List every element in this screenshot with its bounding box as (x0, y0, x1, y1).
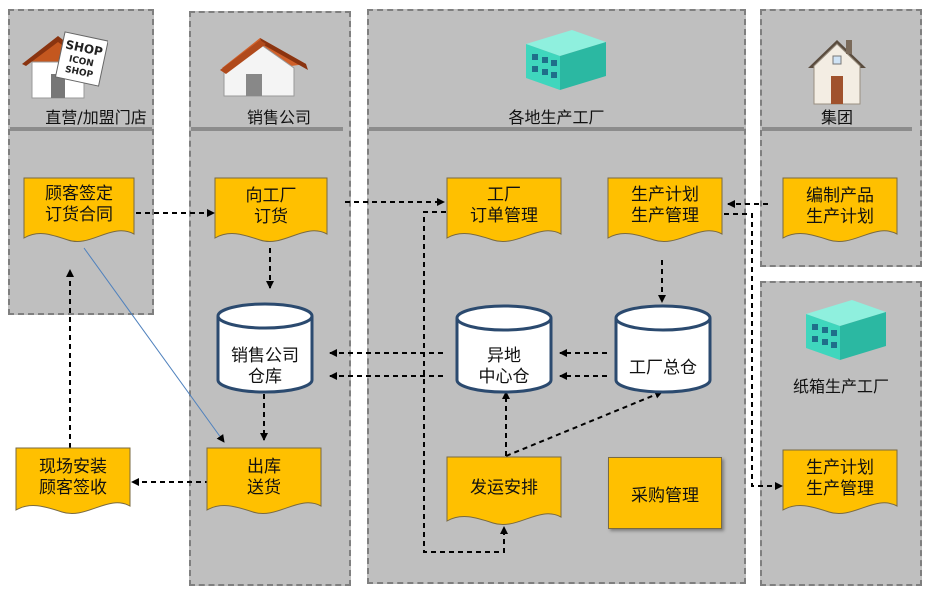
node-sales-warehouse-line1: 销售公司 (231, 346, 299, 366)
lane-carton-title: 纸箱生产工厂 (792, 377, 889, 396)
node-factory-order-line1: 工厂 (487, 185, 521, 205)
node-remote-warehouse-line2: 中心仓 (478, 367, 530, 387)
lane-sales-title: 销售公司 (246, 108, 311, 127)
arrow-prodplan-to-carton (724, 213, 783, 490)
cottage-icon (808, 40, 866, 105)
arrow-factory-order-to-shipping (423, 211, 508, 553)
node-group-plan-line2: 生产计划 (806, 207, 874, 227)
node-contract-line2: 订货合同 (45, 205, 113, 225)
node-carton-plan-line1: 生产计划 (806, 458, 874, 478)
node-outbound: 出库 送货 (206, 447, 322, 522)
node-sales-warehouse-line2: 仓库 (248, 367, 282, 387)
lane-group-title: 集团 (820, 108, 853, 127)
arrow-shipping-to-main (505, 390, 663, 457)
shop-house-icon: SHOP ICON SHOP (22, 31, 108, 99)
node-order-line2: 订货 (254, 207, 288, 227)
lane-factory-title: 各地生产工厂 (508, 108, 605, 127)
node-carton-plan-line2: 生产管理 (806, 479, 874, 499)
node-outbound-line1: 出库 (247, 457, 281, 477)
node-prod-plan-line2: 生产管理 (631, 206, 699, 226)
link-contract-to-outbound (83, 247, 225, 443)
lane-carton (760, 281, 922, 586)
node-prod-plan: 生产计划 生产管理 (607, 177, 723, 250)
node-main-warehouse: 工厂总仓 (614, 304, 712, 394)
node-remote-warehouse-line1: 异地 (487, 346, 521, 366)
node-shipping: 发运安排 (446, 456, 562, 533)
node-contract-line1: 顾客签定 (45, 184, 113, 204)
node-purchasing: 采购管理 (608, 457, 722, 529)
node-factory-order-line2: 订单管理 (470, 206, 538, 226)
node-carton-plan: 生产计划 生产管理 (782, 449, 898, 522)
factory-building-icon-carton (806, 300, 886, 360)
node-install: 现场安装 顾客签收 (15, 447, 131, 522)
lane-store-rule (10, 127, 152, 131)
node-outbound-line2: 送货 (247, 478, 281, 498)
node-install-line1: 现场安装 (39, 457, 107, 477)
lane-group-rule (762, 127, 912, 131)
lane-store-title: 直营/加盟门店 (45, 108, 147, 127)
factory-building-icon (526, 30, 606, 90)
node-order-line1: 向工厂 (245, 186, 297, 206)
lane-factory-rule (369, 127, 744, 131)
node-main-warehouse-line1: 工厂总仓 (629, 358, 697, 378)
node-order: 向工厂 订货 (214, 177, 328, 250)
node-prod-plan-line1: 生产计划 (631, 185, 699, 205)
node-remote-warehouse: 异地 中心仓 (455, 304, 553, 394)
node-group-plan-line1: 编制产品 (806, 186, 874, 206)
node-factory-order: 工厂 订单管理 (446, 177, 562, 250)
node-shipping-line1: 发运安排 (470, 478, 538, 498)
node-group-plan: 编制产品 生产计划 (782, 177, 898, 250)
house-icon (220, 38, 308, 97)
lane-sales-rule (191, 127, 343, 131)
node-sales-warehouse: 销售公司 仓库 (216, 302, 314, 394)
node-contract: 顾客签定 订货合同 (23, 177, 135, 250)
node-install-line2: 顾客签收 (39, 478, 107, 498)
